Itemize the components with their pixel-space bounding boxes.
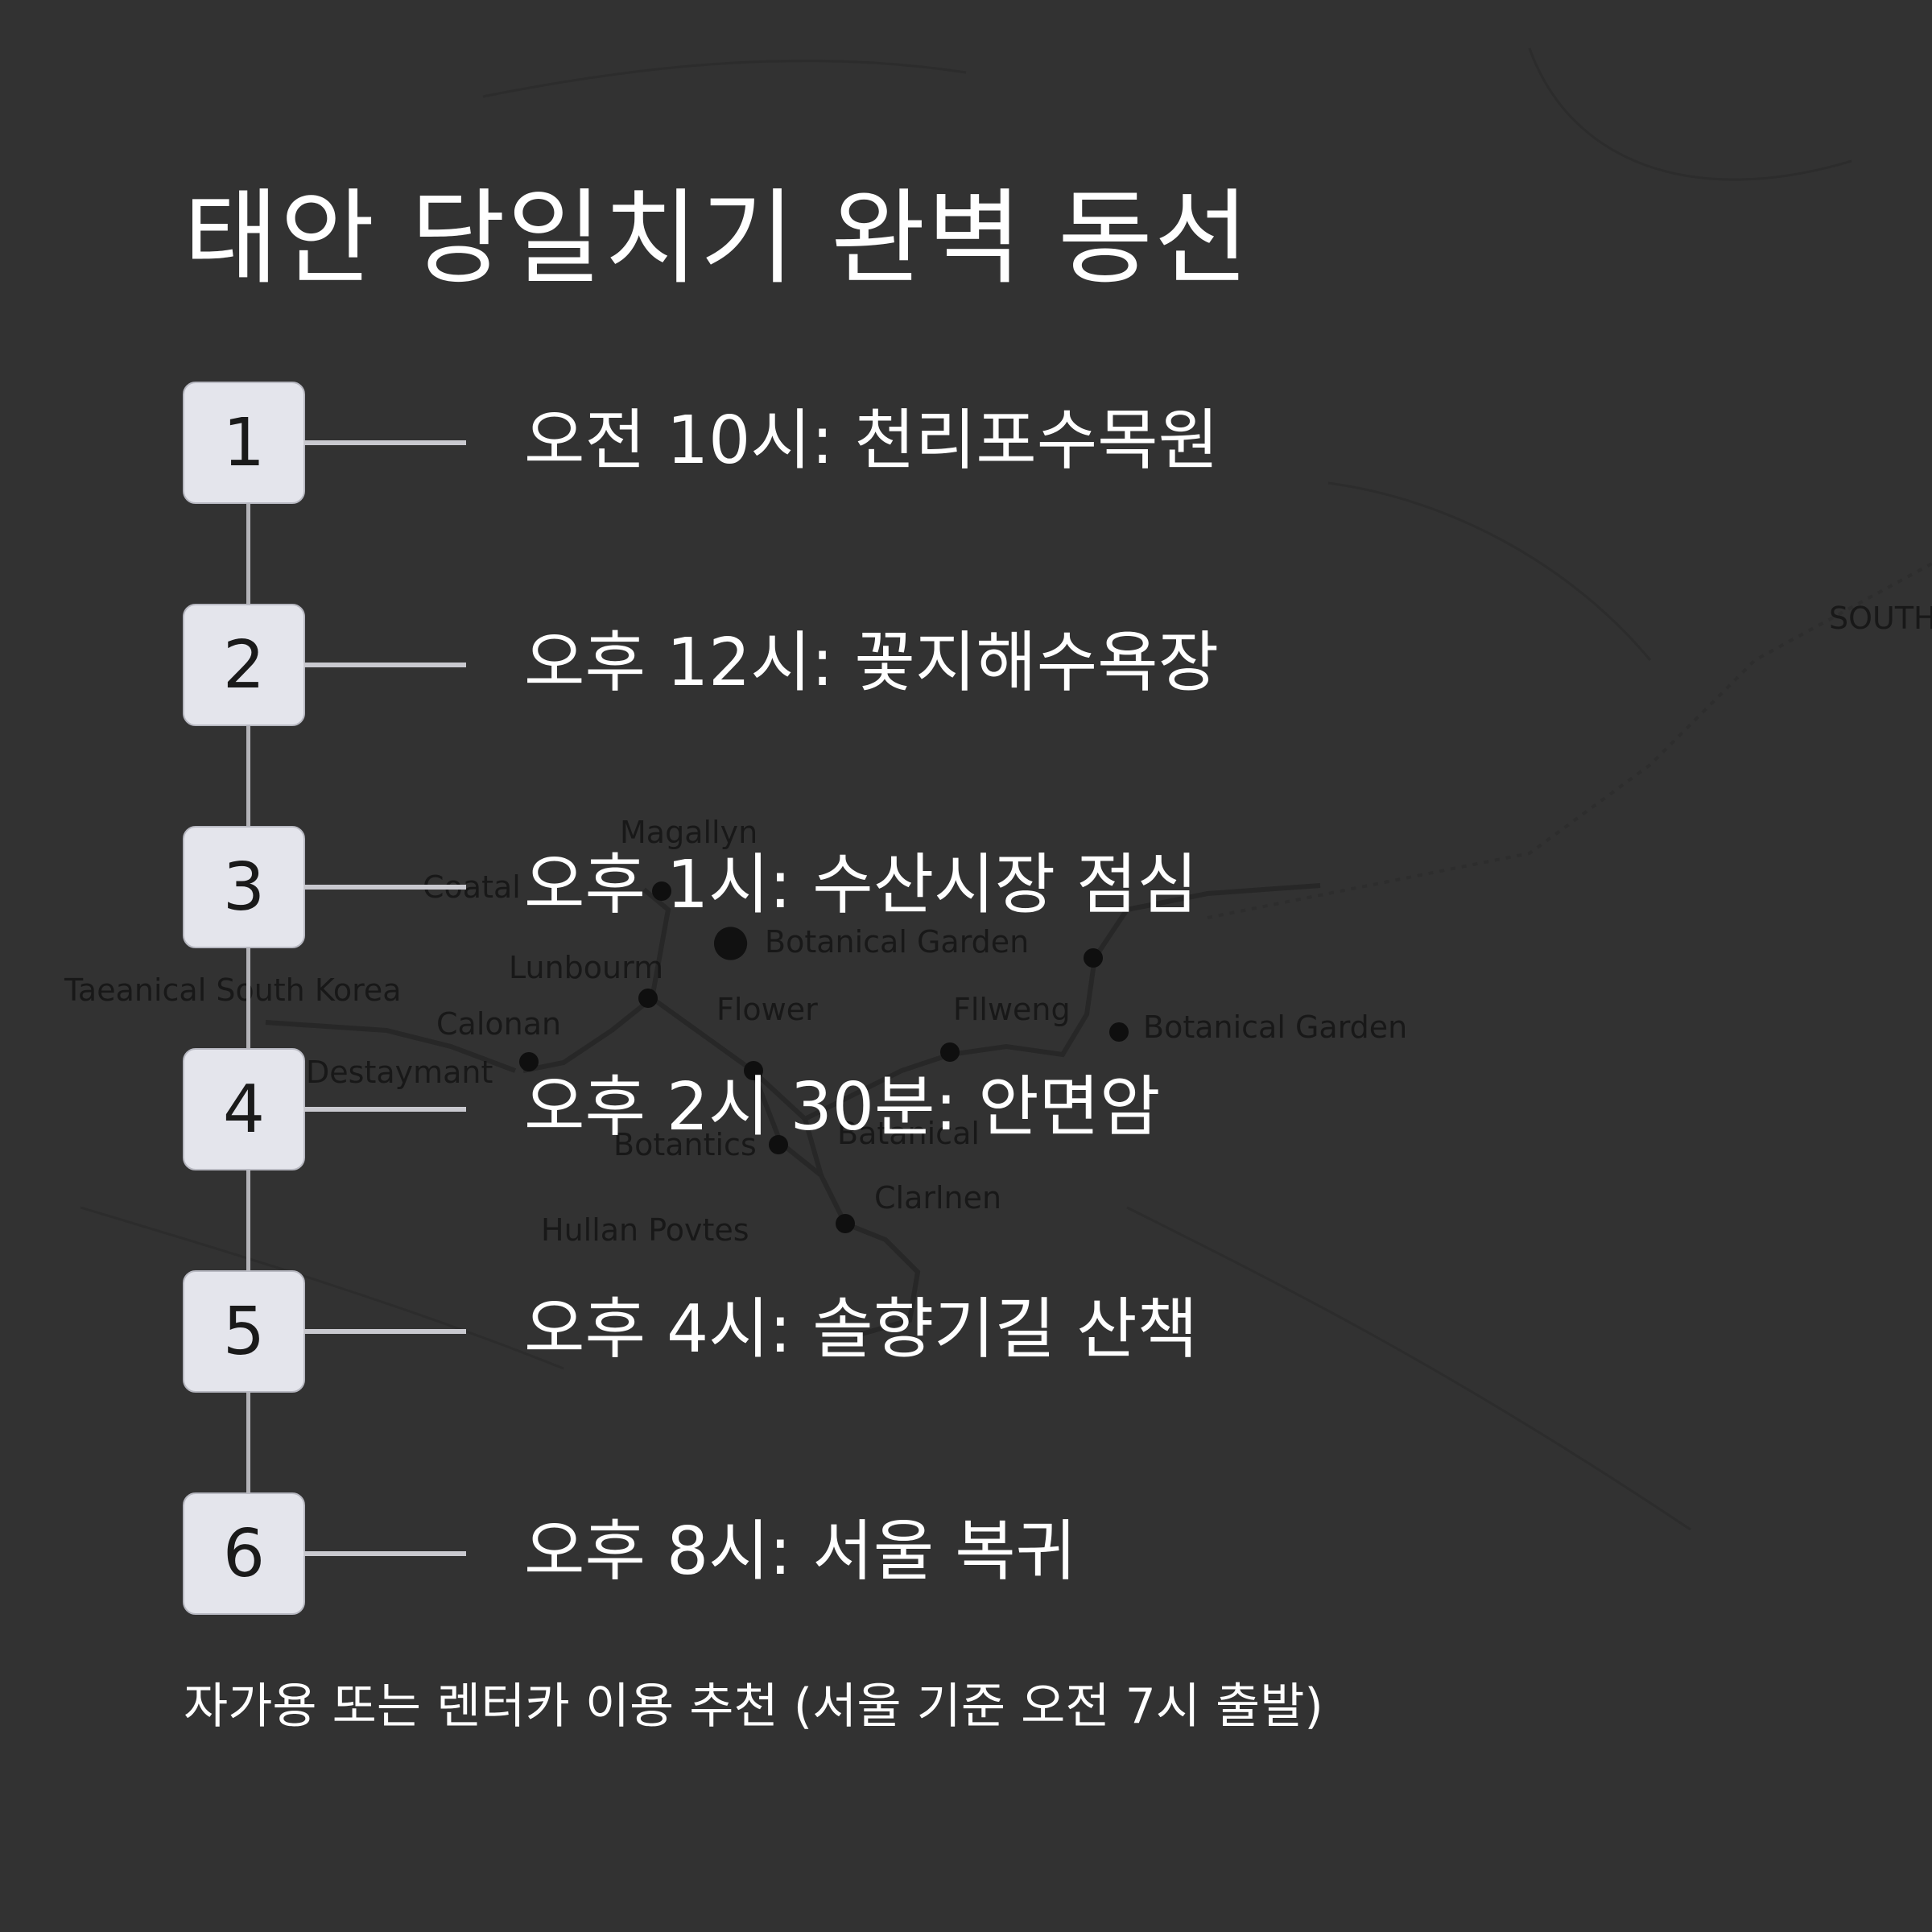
map-label: Botanical Garden [765,924,1030,960]
step-connector [303,1551,466,1556]
step-text: 오후 1시: 수산시장 점심 [524,847,1198,923]
map-marker [652,881,671,901]
timeline-line [246,483,250,1554]
timeline-step: 1 오전 10시: 천리포수목원 [183,382,1793,507]
map-marker [836,1214,855,1233]
step-connector [303,1107,466,1112]
map-label: Calonan [436,1006,562,1042]
timeline-step: 5 오후 4시: 솔향기길 산책 [183,1270,1793,1396]
map-marker [519,1052,539,1071]
step-connector [303,663,466,667]
map-label: Botantics [613,1127,757,1162]
timeline-step: 3 오후 1시: 수산시장 점심 [183,826,1793,952]
step-number-badge: 2 [183,604,305,726]
map-label: Destaymant [306,1055,493,1090]
map-marker [638,989,658,1008]
step-connector [303,1329,466,1334]
step-number-badge: 6 [183,1492,305,1615]
map-marker [1109,1022,1129,1042]
step-connector [303,885,466,890]
map-label: Flower [716,992,818,1027]
step-number-badge: 1 [183,382,305,504]
step-text: 오후 8시: 서울 복귀 [524,1513,1077,1590]
map-label: Taeanical South Korea [64,972,402,1008]
timeline-step: 2 오후 12시: 꽃지해수욕장 [183,604,1793,729]
map-label: Botanical Garden [1143,1009,1408,1045]
timeline-step: 4 오후 2시 30분: 안면암 [183,1048,1793,1174]
step-text: 오전 10시: 천리포수목원 [524,402,1220,479]
map-label: SOUTH [1829,601,1932,636]
step-number-badge: 3 [183,826,305,948]
map-label: Lunbourm [509,950,664,985]
map-label: Magallyn [620,815,758,850]
map-label: Clarlnen [874,1180,1002,1216]
step-number-badge: 5 [183,1270,305,1393]
footer-note: 자가용 또는 렌터카 이용 추천 (서울 기준 오전 7시 출발) [184,1678,1323,1735]
step-text: 오후 2시 30분: 안면암 [524,1069,1161,1146]
step-number-badge: 4 [183,1048,305,1170]
map-marker [1084,948,1103,968]
map-label: Hullan Povtes [541,1212,749,1248]
map-pin-icon: ● [712,914,750,965]
step-connector [303,440,466,445]
map-marker [769,1135,788,1154]
map-label: Batanical [837,1116,980,1151]
step-text: 오후 12시: 꽃지해수욕장 [524,625,1220,701]
map-label: Fllweng [953,992,1071,1027]
timeline-step: 6 오후 8시: 서울 복귀 [183,1492,1793,1618]
page-title: 태안 당일치기 완벽 동선 [184,179,1251,299]
map-marker [940,1042,960,1062]
step-text: 오후 4시: 솔향기길 산책 [524,1291,1198,1368]
map-marker [744,1061,763,1080]
